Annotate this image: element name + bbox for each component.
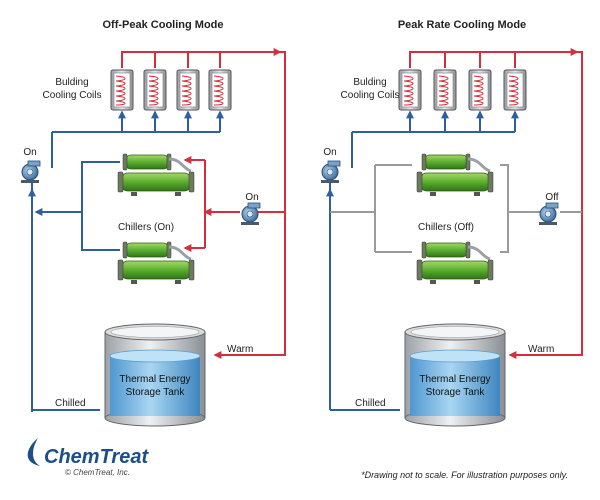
storage-tank: Thermal Energy Storage Tank bbox=[404, 323, 506, 427]
chillers-label: Chillers (On) bbox=[118, 222, 174, 233]
coils-label-line1: Bulding bbox=[55, 77, 88, 88]
coils-label-line1: Bulding bbox=[353, 77, 386, 88]
coils-label-line2: Cooling Coils bbox=[341, 90, 400, 101]
warm-label: Warm bbox=[528, 344, 554, 355]
pump-status-label: Off bbox=[545, 192, 558, 203]
chiller-icon bbox=[116, 240, 196, 286]
chilled-label: Chilled bbox=[55, 398, 86, 409]
pump-status-label: On bbox=[245, 192, 258, 203]
cooling-coil bbox=[468, 69, 492, 111]
cooling-coil bbox=[176, 69, 200, 111]
chiller-icon bbox=[415, 152, 495, 198]
pump-icon bbox=[240, 202, 261, 226]
pump-icon bbox=[320, 160, 341, 184]
chillers-label: Chillers (Off) bbox=[418, 222, 474, 233]
diagram-off-peak: Off-Peak Cooling Mode Bulding Cooling Co… bbox=[20, 19, 286, 427]
cooling-coil bbox=[143, 69, 167, 111]
pump-status-label: On bbox=[23, 147, 36, 158]
storage-tank: Thermal Energy Storage Tank bbox=[104, 323, 206, 427]
cooling-coil bbox=[503, 69, 527, 111]
chiller-icon bbox=[415, 240, 495, 286]
cooling-coil bbox=[433, 69, 457, 111]
pump-icon bbox=[20, 160, 41, 184]
chiller-icon bbox=[116, 152, 196, 198]
cooling-coil bbox=[208, 69, 232, 111]
diagram-title: Off-Peak Cooling Mode bbox=[103, 19, 224, 31]
inactive-piping bbox=[330, 164, 582, 253]
chilled-piping bbox=[31, 110, 224, 412]
cooling-coil bbox=[110, 69, 134, 111]
droplet-icon bbox=[27, 438, 40, 466]
tank-label-line1: Thermal Energy bbox=[419, 374, 490, 385]
disclaimer: *Drawing not to scale. For illustration … bbox=[361, 470, 568, 480]
pump-status-label: On bbox=[323, 147, 336, 158]
tank-label-line1: Thermal Energy bbox=[119, 374, 190, 385]
diagram-peak-rate: Peak Rate Cooling Mode Bulding Cooling C… bbox=[320, 19, 583, 427]
chilled-piping bbox=[329, 110, 519, 411]
pump-icon bbox=[538, 202, 559, 226]
tank-label-line2: Storage Tank bbox=[426, 387, 486, 398]
cooling-coil bbox=[398, 69, 422, 111]
warm-piping bbox=[409, 48, 583, 359]
chemtreat-logo: ChemTreat © ChemTreat, Inc. bbox=[27, 438, 149, 477]
tank-label-line2: Storage Tank bbox=[126, 387, 186, 398]
warm-piping bbox=[121, 48, 286, 359]
copyright: © ChemTreat, Inc. bbox=[65, 468, 130, 477]
chilled-label: Chilled bbox=[355, 398, 386, 409]
coils-label-line2: Cooling Coils bbox=[43, 90, 102, 101]
brand-name: ChemTreat bbox=[44, 446, 149, 468]
warm-label: Warm bbox=[227, 344, 253, 355]
diagram-title: Peak Rate Cooling Mode bbox=[398, 19, 526, 31]
